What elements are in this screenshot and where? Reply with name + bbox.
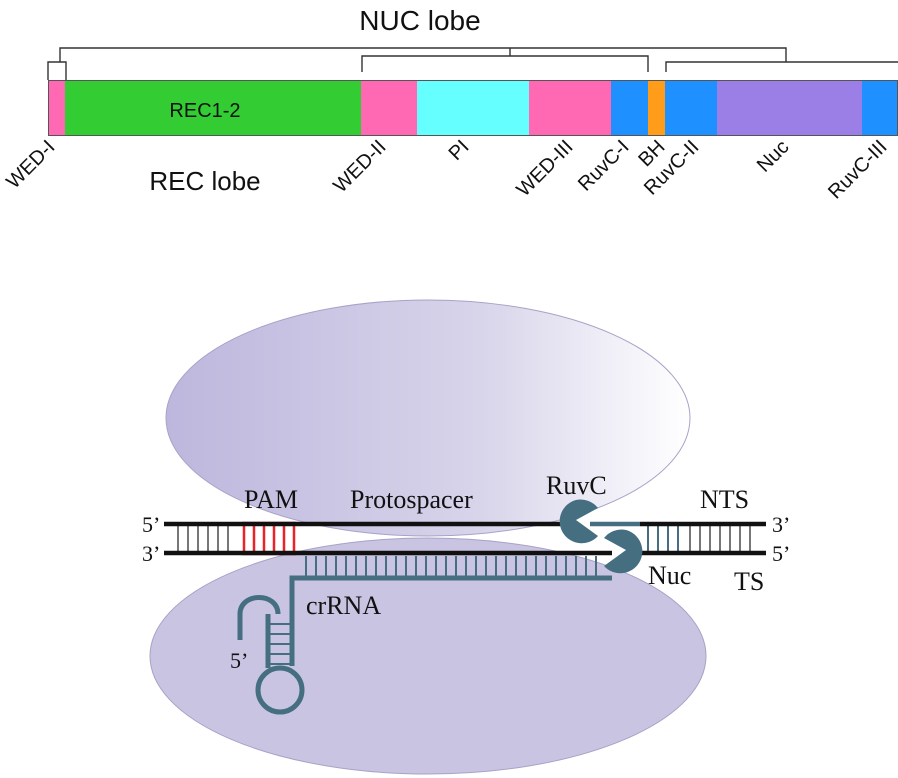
- segment-ruvc-ii: [665, 80, 717, 136]
- pam-rungs: [242, 521, 296, 556]
- segment-ruvc-iii: [862, 80, 898, 136]
- dna-left-rungs: [177, 525, 229, 552]
- dna-right-rungs: [689, 525, 751, 552]
- nuc-lobe-bracket: [47, 47, 898, 80]
- domain-labels: WED-I WED-II PI WED-III RuvC-I BH RuvC-I…: [2, 136, 891, 203]
- protospacer-label: Protospacer: [350, 485, 473, 514]
- ruvc-label: RuvC: [546, 471, 607, 500]
- label-wed-ii: WED-II: [329, 136, 390, 197]
- dna-strands: [164, 521, 766, 600]
- segment-bh: [648, 80, 665, 136]
- ts-label: TS: [734, 567, 764, 596]
- nts-3prime-end: 3’: [772, 512, 790, 537]
- segment-wed-ii: [361, 80, 417, 136]
- segment-pi: [417, 80, 529, 136]
- ts-5prime-end: 5’: [772, 541, 790, 566]
- nuc-lobe-label: NUC lobe: [359, 5, 480, 36]
- ruvc-nuclease-shape: [559, 499, 598, 544]
- dna-right-rungs-teal: [647, 525, 679, 552]
- heteroduplex-rungs: [305, 556, 597, 578]
- rec1-2-label: REC1-2: [169, 100, 240, 122]
- crrna-hairpin: [237, 595, 305, 715]
- domain-map: NUC lobe REC1-2 REC lobe WED-: [2, 5, 898, 203]
- crrna-5prime-end: 5’: [230, 648, 248, 673]
- label-wed-i: WED-I: [2, 136, 59, 193]
- complex-schematic: PAM Protospacer RuvC NTS TS Nuc crRNA 5’…: [142, 299, 790, 775]
- label-pi: PI: [445, 136, 474, 165]
- nuc-label: Nuc: [648, 561, 691, 590]
- label-ruvc-iii: RuvC-III: [824, 136, 891, 203]
- label-wed-iii: WED-III: [512, 136, 577, 201]
- segment-rec1-2: [65, 80, 361, 136]
- segment-wed-i: [48, 80, 65, 136]
- lower-protein-lobe: [149, 537, 707, 775]
- complex-labels: PAM Protospacer RuvC NTS TS Nuc crRNA 5’…: [142, 471, 790, 673]
- upper-protein-lobe: [165, 299, 691, 537]
- rec-lobe-label: REC lobe: [149, 166, 260, 196]
- crrna-strand: [289, 575, 612, 600]
- segment-ruvc-i: [611, 80, 648, 136]
- label-ruvc-i: RuvC-I: [574, 136, 634, 196]
- ts-3prime-end: 3’: [142, 541, 160, 566]
- label-nuc: Nuc: [753, 136, 794, 177]
- nts-label: NTS: [700, 485, 749, 514]
- crrna-label: crRNA: [306, 591, 381, 620]
- pam-label: PAM: [244, 485, 298, 514]
- nuc-nuclease-shape: [604, 529, 643, 574]
- segment-nuc: [717, 80, 862, 136]
- segment-wed-iii: [529, 80, 611, 136]
- domain-bar: [48, 80, 898, 136]
- nts-5prime-end: 5’: [142, 512, 160, 537]
